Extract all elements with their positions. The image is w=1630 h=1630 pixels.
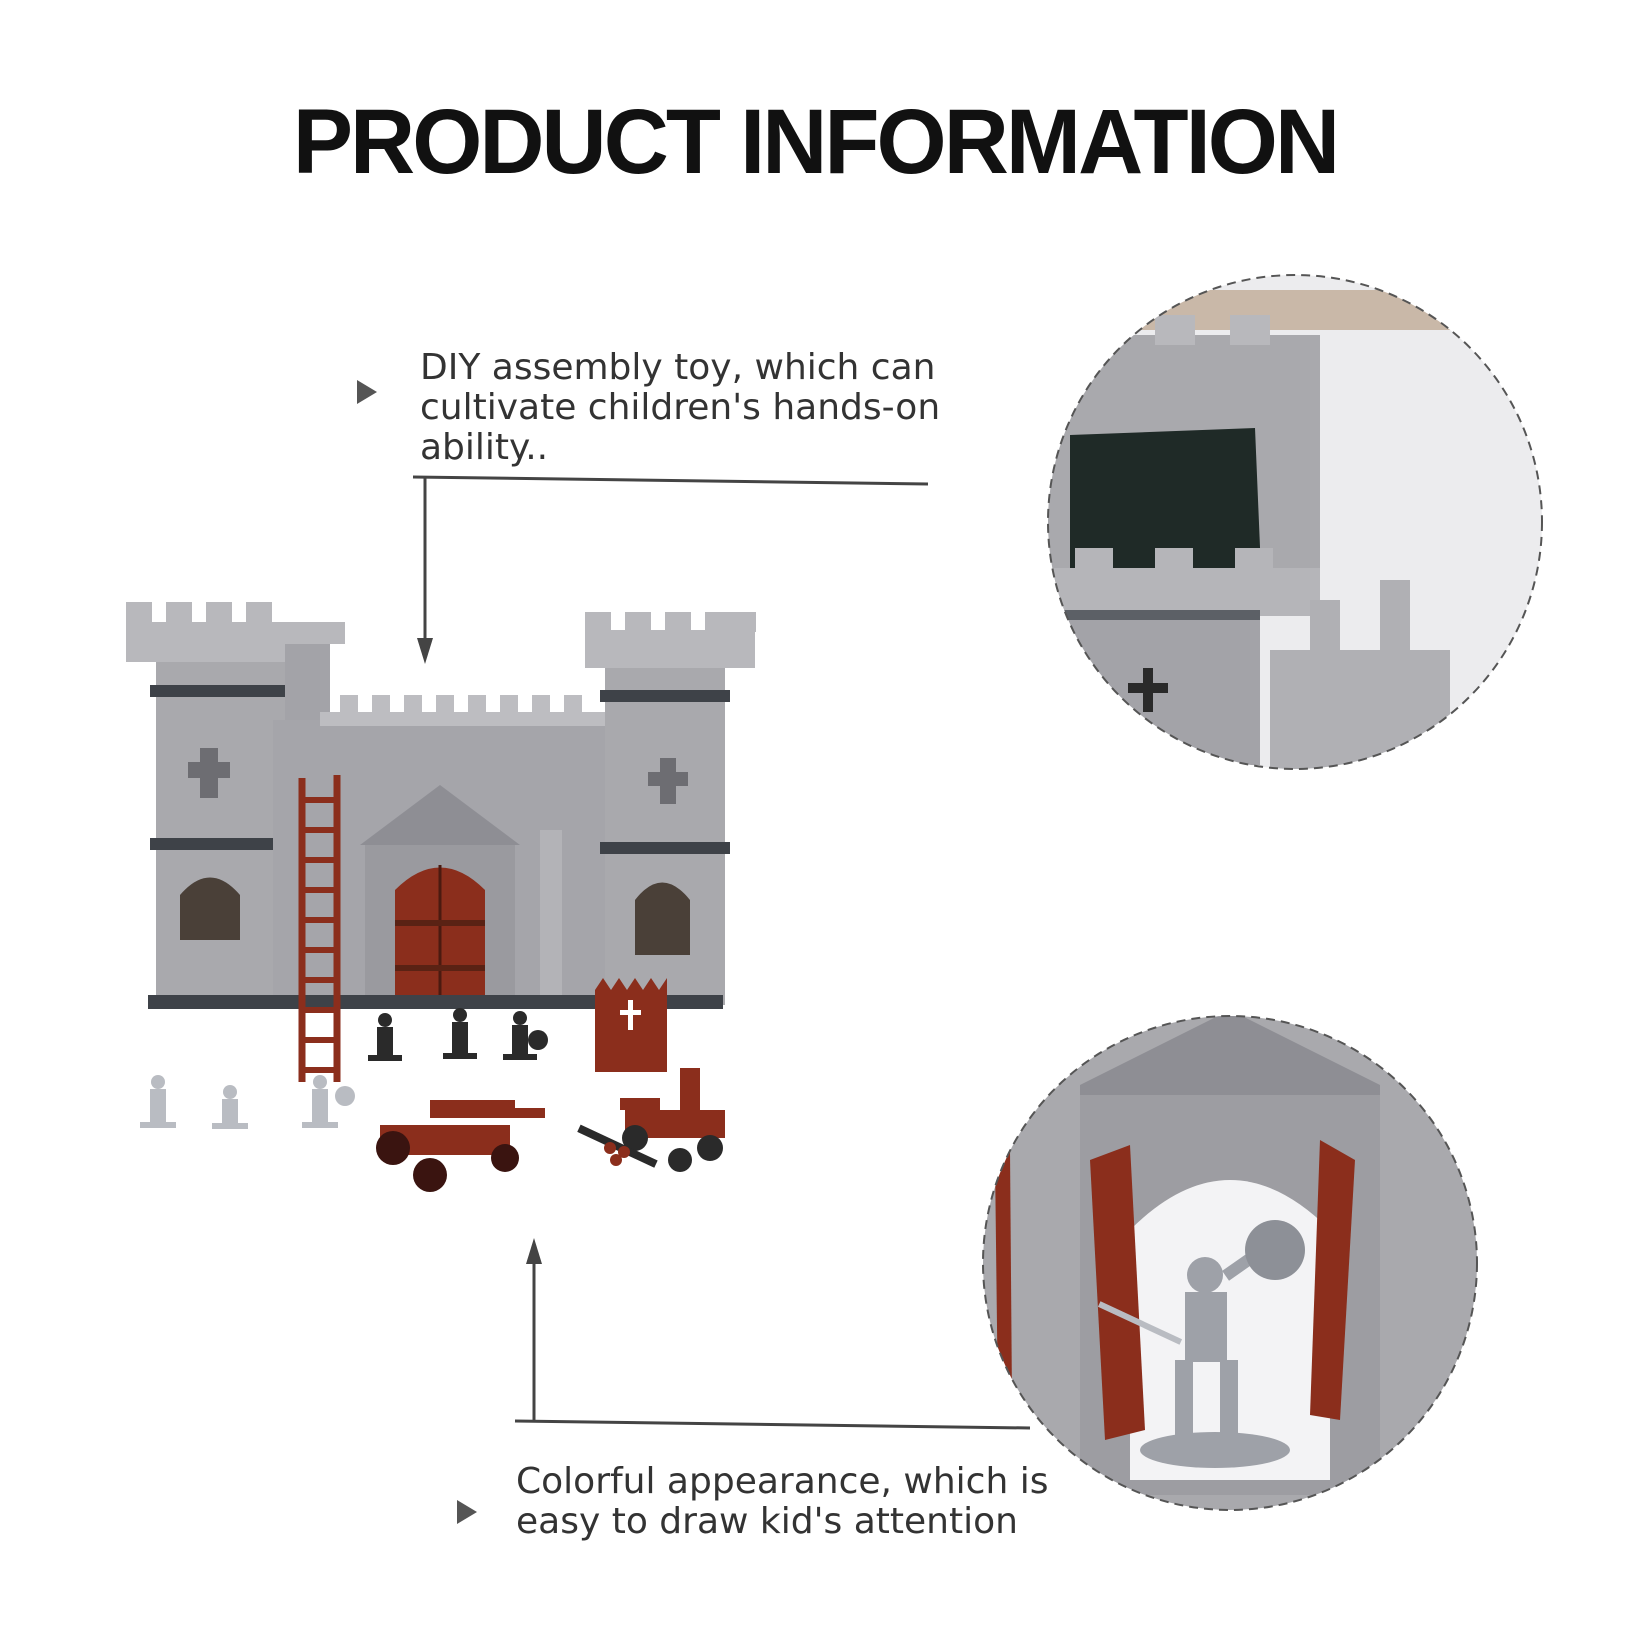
caption-line: cultivate children's hands-on (420, 387, 941, 428)
callout-bottom (514, 1260, 1031, 1430)
caption-line: easy to draw kid's attention (516, 1501, 1018, 1542)
caption-line: ability.. (420, 427, 549, 468)
feature-caption-colorful: Colorful appearance, which is easy to dr… (516, 1462, 1048, 1542)
bullet-icon (357, 380, 377, 404)
arrow-down-icon (417, 638, 433, 664)
castle-toy (126, 602, 756, 1192)
feature-caption-diy: DIY assembly toy, which can cultivate ch… (420, 348, 940, 468)
bullet-icon (457, 1500, 477, 1524)
caption-line: DIY assembly toy, which can (420, 347, 936, 388)
page-title: PRODUCT INFORMATION (292, 91, 1340, 193)
callout-top (412, 475, 929, 640)
arrow-up-icon (526, 1238, 542, 1264)
detail-circle-gate (982, 1015, 1478, 1511)
caption-line: Colorful appearance, which is (516, 1461, 1049, 1502)
detail-circle-tower (1047, 274, 1543, 770)
